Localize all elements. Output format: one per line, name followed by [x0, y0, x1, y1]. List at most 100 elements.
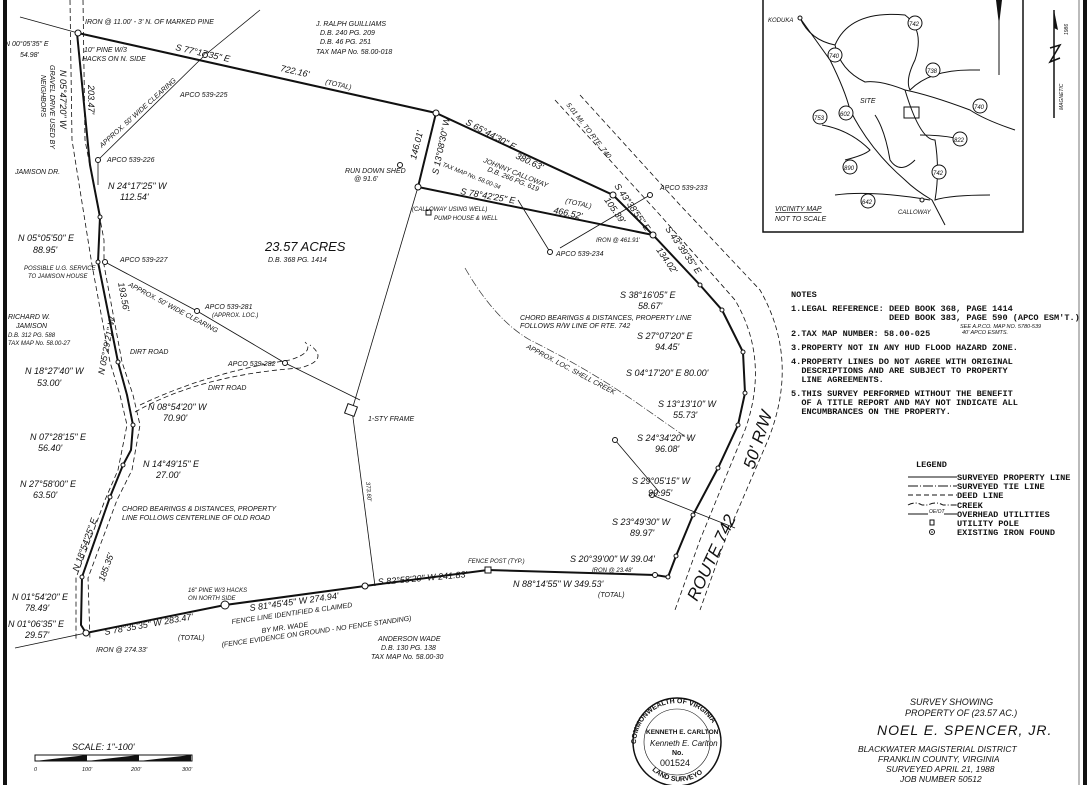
route-shield-742: 742	[907, 15, 923, 31]
svg-text:LAND SURVEYOR: LAND SURVEYOR	[0, 0, 705, 783]
distance-label: 53.00'	[37, 378, 62, 388]
pine-note: ON NORTH SIDE	[188, 596, 237, 602]
apco-pole-label: APCO 539-234	[555, 251, 604, 258]
legend-item: CREEK	[957, 501, 984, 511]
south-extension	[14, 632, 87, 649]
adjoiner-north: TAX MAP No. 58.00-018	[316, 49, 392, 56]
job-number: JOB NUMBER 50512	[899, 774, 982, 784]
route-shield-642: 642	[860, 193, 876, 209]
iron-label: IRON @ 461.91'	[596, 238, 641, 244]
apco-pole-label: APCO 539-233	[659, 185, 708, 192]
bearing-label: N 07°28'15" E	[30, 432, 87, 442]
route-742-right-of-way	[554, 94, 783, 611]
adjoiner-west: D.B. 312 PG. 588	[8, 333, 56, 339]
acreage-label: 23.57 ACRES	[264, 239, 346, 254]
adjoiner-north: J. RALPH GUILLIAMS	[315, 21, 386, 28]
bearing-label: N 05°47'20" W	[58, 70, 68, 130]
fence-post-label: FENCE POST (TYP.)	[468, 559, 525, 565]
bearing-label: N 14°49'15" E	[143, 459, 200, 469]
north-extension	[19, 16, 79, 34]
svg-text:642: 642	[862, 200, 873, 206]
legend-item: DEED LINE	[957, 491, 1003, 501]
adjoiner-north: D.B. 240 PG. 209	[320, 30, 375, 37]
adjoiner-south: ANDERSON WADE	[377, 636, 441, 643]
dirt-road-2	[139, 341, 309, 406]
bearing-label: S 78°42'25" E	[460, 186, 517, 206]
jamison-dr-label: JAMISON DR.	[14, 169, 60, 176]
distance-label: 112.54'	[120, 192, 149, 202]
iron-note: IRON @ 11.00' - 3' N. OF MARKED PINE	[85, 19, 214, 26]
bearing-label: S 13°13'10" W	[658, 399, 718, 409]
dirt-road	[134, 344, 319, 413]
title-block: SURVEY SHOWING PROPERTY OF (23.57 AC.) N…	[858, 697, 1052, 784]
apco-pole-label: APCO 539-225	[179, 92, 228, 99]
iron-label: IRON @ 274.33'	[96, 647, 148, 654]
legend: LEGEND SURVEYED PROPERTY LINE SURVEYED T…	[907, 460, 1070, 538]
chord-note: LINE FOLLOWS CENTERLINE OF OLD ROAD	[122, 515, 270, 522]
distance-label: 55.73'	[673, 410, 698, 420]
svg-text:Kenneth E. Carlton: Kenneth E. Carlton	[650, 739, 718, 748]
svg-text:300': 300'	[182, 767, 193, 773]
svg-text:753: 753	[814, 116, 825, 122]
svg-text:742: 742	[933, 171, 944, 177]
bearing-label: N 18°54'25" E	[70, 516, 99, 573]
owner-name: NOEL E. SPENCER, JR.	[877, 722, 1052, 738]
distance-to-route-note: 5.01 MI. TO RTE. 740	[564, 102, 612, 160]
scale-bar: SCALE: 1"-100' 0 100' 200' 300'	[34, 742, 193, 773]
distance-label: 88.95'	[33, 245, 58, 255]
adjoiner-south: D.B. 130 PG. 138	[381, 645, 436, 652]
svg-text:OF A TITLE REPORT AND MAY NOT: OF A TITLE REPORT AND MAY NOT INDICATE A…	[791, 398, 1018, 408]
legend-item: OVERHEAD UTILITIES	[957, 510, 1050, 520]
bearing-label: N 00°05'35" E	[5, 40, 49, 48]
adjoiner-west: JAMISON	[15, 323, 48, 330]
distance-label: 58.67'	[638, 301, 663, 311]
vicinity-map: KODUKA SITE CALLOWAY 742 740 738 740 753…	[762, 0, 1024, 233]
svg-text:2.TAX MAP NUMBER: 58.00-025: 2.TAX MAP NUMBER: 58.00-025	[791, 329, 930, 339]
distance-label: 89.97'	[630, 528, 655, 538]
svg-text:890: 890	[844, 166, 855, 172]
place-label: KODUKA	[768, 18, 793, 24]
bearing-label: N 05°05'50" E	[18, 233, 75, 243]
title-line: SURVEY SHOWING	[910, 697, 993, 707]
svg-text:1.LEGAL REFERENCE: DEED BOOK 3: 1.LEGAL REFERENCE: DEED BOOK 368, PAGE 1…	[791, 304, 1013, 314]
bearing-label: S 29°05'15" W	[632, 476, 692, 486]
place-label: SITE	[860, 98, 876, 105]
bearing-label: S 27°07'20" E	[637, 331, 694, 341]
pine-note: 10" PINE W/3	[84, 47, 127, 54]
shell-creek	[464, 267, 691, 441]
distance-label: 78.49'	[25, 603, 50, 613]
svg-text:SCALE: 1"-100': SCALE: 1"-100'	[72, 742, 135, 752]
dirt-road-label: DIRT ROAD	[208, 385, 246, 392]
svg-text:DEED BOOK 383, PAGE 590 (APCO: DEED BOOK 383, PAGE 590 (APCO ESM'T.)	[791, 313, 1080, 323]
frame-label: 1-STY FRAME	[368, 416, 414, 423]
pine-note: 16" PINE W/3 HACKS	[188, 588, 247, 594]
distance-label: 70.90'	[163, 413, 188, 423]
chord-note: CHORD BEARINGS & DISTANCES, PROPERTY LIN…	[520, 315, 692, 322]
frame-house	[343, 402, 359, 418]
route-shield-738: 738	[925, 62, 941, 78]
dirt-road-label: DIRT ROAD	[130, 349, 168, 356]
distance-label: 29.57'	[24, 630, 50, 640]
adjoiner-west: RICHARD W.	[8, 314, 50, 321]
svg-text:742: 742	[909, 22, 920, 28]
district: BLACKWATER MAGISTERIAL DISTRICT	[858, 744, 1018, 754]
distance-label: 54.98'	[20, 52, 40, 59]
well-note: PUMP HOUSE & WELL	[434, 216, 498, 222]
pine-note: HACKS ON N. SIDE	[82, 56, 146, 63]
adjoiner-south: TAX MAP No. 58.00-30	[371, 654, 443, 661]
svg-text:40' APCO ESMTS.: 40' APCO ESMTS.	[962, 330, 1008, 336]
svg-text:NOTES: NOTES	[791, 290, 817, 300]
vicinity-map-title: VICINITY MAP	[775, 206, 822, 213]
distance-label: 722.16'	[280, 63, 311, 79]
bearing-label: N 01°54'20" E	[12, 592, 69, 602]
apco-pole-label: APCO 539-227	[119, 257, 169, 264]
total-label: (TOTAL)	[178, 635, 205, 642]
svg-text:ENCUMBRANCES ON THE PROPERTY.: ENCUMBRANCES ON THE PROPERTY.	[791, 407, 951, 417]
bearing-label: N 88°14'55" W 349.53'	[513, 579, 604, 589]
distance-label: 185.35'	[96, 552, 115, 583]
svg-text:738: 738	[927, 69, 938, 75]
north-year-label: 1986	[1064, 24, 1070, 35]
legend-item: EXISTING IRON FOUND	[957, 528, 1055, 538]
title-line: PROPERTY OF (23.57 AC.)	[905, 708, 1017, 718]
